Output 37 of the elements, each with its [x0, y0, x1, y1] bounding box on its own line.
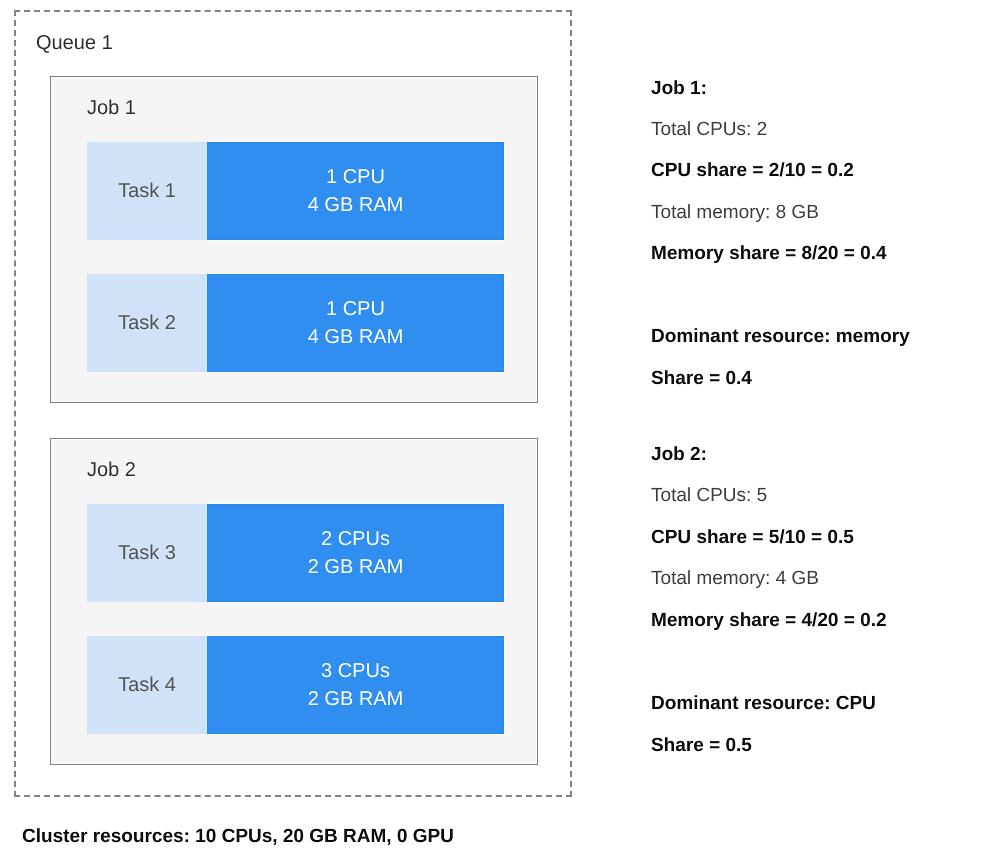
caption: Cluster resources: 10 CPUs, 20 GB RAM, 0 GPU: [22, 826, 454, 848]
resource-box: [207, 274, 504, 372]
stat-text: Total CPUs: 2: [651, 119, 768, 141]
stat-text: Dominant resource: memory: [651, 326, 910, 348]
task-box: [87, 504, 207, 602]
resource-label: 1 CPU 4 GB RAM: [308, 297, 404, 350]
resource-label: 1 CPU 4 GB RAM: [308, 165, 404, 218]
stat-text: Dominant resource: CPU: [651, 693, 876, 715]
job-box: [50, 438, 538, 765]
task-label: Task 3: [118, 541, 176, 566]
stat-text: Share = 0.4: [651, 368, 752, 390]
stat-text: Total CPUs: 5: [651, 485, 768, 507]
task-box: [87, 274, 207, 372]
resource-box: [207, 636, 504, 734]
resource-label: 2 CPUs 2 GB RAM: [308, 527, 404, 580]
stat-text: Share = 0.5: [651, 735, 752, 757]
task-label: Task 2: [118, 311, 176, 336]
task-box: [87, 636, 207, 734]
job-title: Job 1: [87, 97, 136, 120]
job-title: Job 2: [87, 459, 136, 482]
task-box: [87, 142, 207, 240]
queue-title: Queue 1: [36, 32, 113, 55]
stat-text: Job 1:: [651, 78, 707, 100]
queue-box: [14, 10, 572, 797]
job-box: [50, 76, 538, 403]
stat-text: CPU share = 2/10 = 0.2: [651, 160, 854, 182]
stat-text: Memory share = 4/20 = 0.2: [651, 610, 887, 632]
stat-text: Total memory: 8 GB: [651, 202, 819, 224]
task-label: Task 4: [118, 673, 176, 698]
resource-box: [207, 504, 504, 602]
stat-text: Memory share = 8/20 = 0.4: [651, 243, 887, 265]
stat-text: Total memory: 4 GB: [651, 568, 819, 590]
resource-box: [207, 142, 504, 240]
stat-text: CPU share = 5/10 = 0.5: [651, 527, 854, 549]
resource-label: 3 CPUs 2 GB RAM: [308, 659, 404, 712]
task-label: Task 1: [118, 179, 176, 204]
stat-text: Job 2:: [651, 444, 707, 466]
